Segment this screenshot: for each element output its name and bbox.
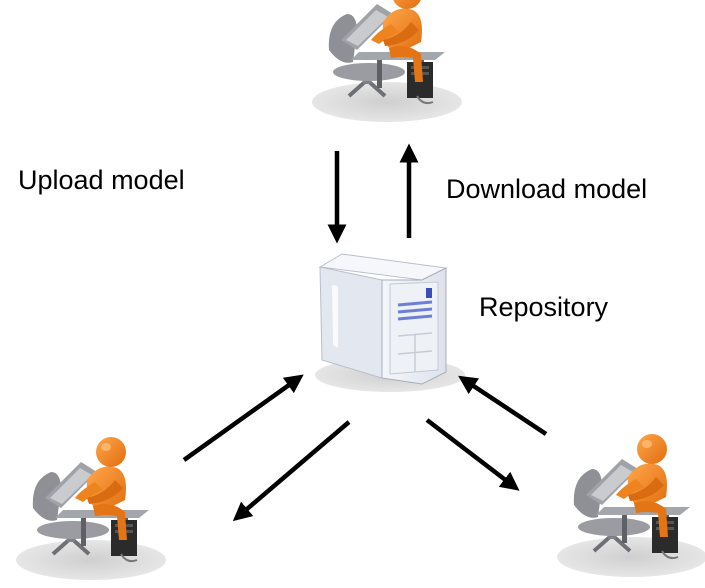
download-model-label: Download model — [446, 174, 648, 204]
user-right-icon — [555, 432, 705, 579]
arrows — [182, 143, 548, 522]
arrow-repo-to-right — [425, 418, 520, 491]
user-left-icon — [14, 435, 168, 582]
arrow-right-to-repo — [458, 375, 548, 436]
repository-label: Repository — [479, 292, 609, 322]
upload-model-label: Upload model — [18, 165, 185, 195]
user-top-icon — [310, 0, 464, 124]
server-tower-icon — [315, 253, 465, 392]
arrow-repo-to-left — [232, 420, 351, 522]
arrow-left-to-repo — [182, 374, 304, 462]
